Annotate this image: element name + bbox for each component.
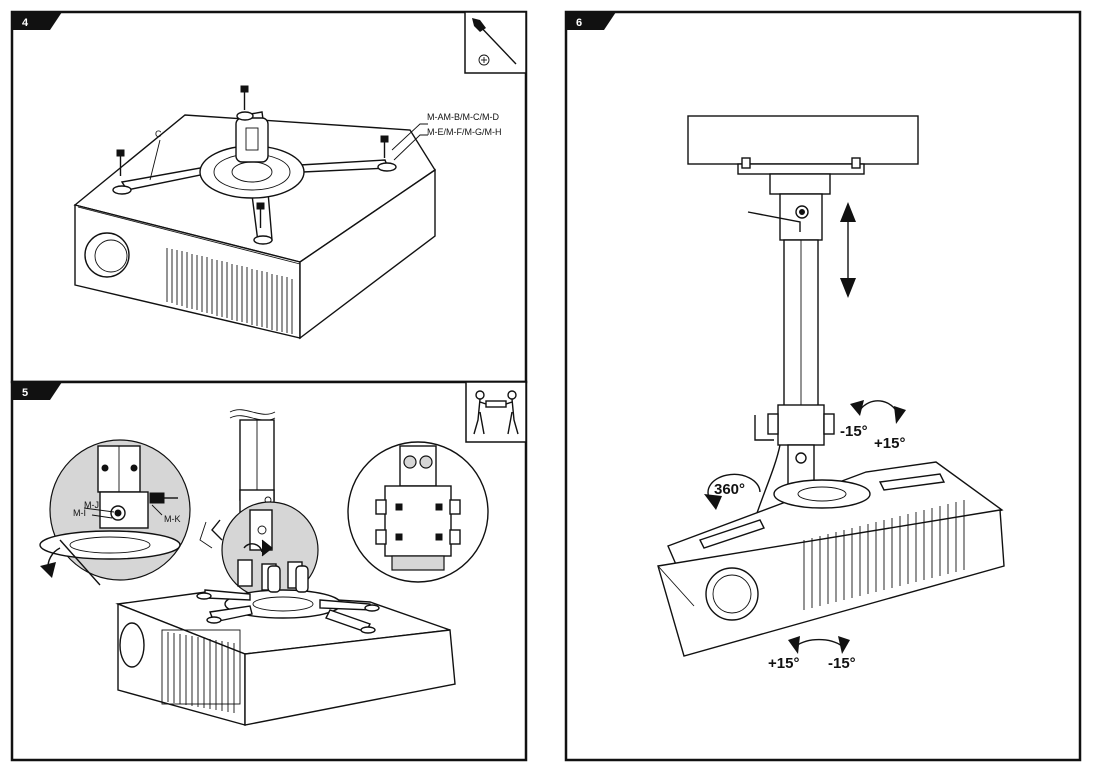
screw-icon [380,135,389,158]
detail-circle-right [347,441,489,583]
label-tilt-minus: -15° [840,423,868,440]
ceiling-block [687,115,919,165]
label-swing-minus: -15° [828,655,856,672]
step-4-tab [12,12,62,30]
screwdriver-icon [464,11,527,74]
step-6-tab [566,12,616,30]
screws [116,85,389,228]
mounting-bracket [112,111,397,245]
label-tilt-plus: +15° [874,435,905,452]
vent-grille [166,248,293,334]
height-adjust-arrow-icon [840,202,856,298]
projector-step5 [115,565,456,726]
label-part-i: M-I [73,508,86,518]
label-bolts: M-E/M-F/M-G/M-H [427,127,501,137]
step-4-number: 4 [22,17,29,29]
screw-icon [240,85,249,110]
tilt-arrow-icon [850,400,906,424]
two-people-lifting-icon [465,381,527,443]
step-5-number: 5 [22,387,28,399]
label-part-k: M-K [164,514,181,524]
label-washer-screws: M-AM-B/M-C/M-D [427,112,499,122]
rotate-360-icon [704,473,761,510]
screw-icon [256,202,265,228]
step-5-tab [12,382,62,400]
label-bracket-c: C [155,129,162,139]
swing-arrow-icon [788,636,850,654]
label-part-j: M-J [84,500,99,510]
step-6-panel: 6 [564,10,1082,762]
step-6-number: 6 [576,17,582,29]
step-4-panel: 4 [10,10,528,384]
step-5-panel: 5 [10,380,528,762]
screw-icon [116,149,125,176]
projector-step6 [657,461,1005,657]
extension-pole [767,173,835,446]
detail-circle-left [39,439,191,586]
label-swing-plus: +15° [768,655,799,672]
label-rotate-360: 360° [714,481,745,498]
